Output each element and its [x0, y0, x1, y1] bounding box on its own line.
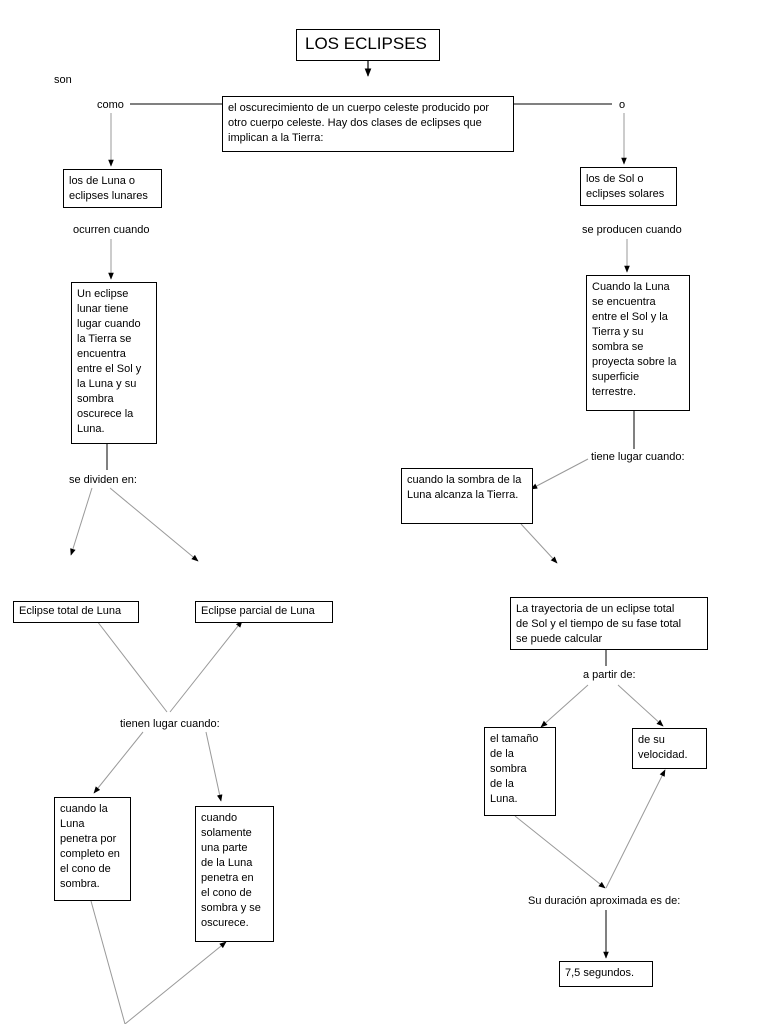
- lunar-description-box: Un eclipse lunar tiene lugar cuando la T…: [71, 282, 157, 444]
- label-se-producen-cuando: se producen cuando: [580, 223, 684, 237]
- speed-box: de su velocidad.: [632, 728, 707, 769]
- total-condition-box: cuando la Luna penetra por completo en e…: [54, 797, 131, 901]
- partial-condition-box: cuando solamente una parte de la Luna pe…: [195, 806, 274, 942]
- shadow-size-box: el tamaño de la sombra de la Luna.: [484, 727, 556, 816]
- label-duracion: Su duración aproximada es de:: [526, 894, 683, 908]
- total-lunar-eclipse-box: Eclipse total de Luna: [13, 601, 139, 623]
- definition-box: el oscurecimiento de un cuerpo celeste p…: [222, 96, 514, 152]
- label-como: como: [95, 98, 126, 112]
- label-tienen-lugar-cuando: tienen lugar cuando:: [118, 717, 222, 731]
- duration-value-box: 7,5 segundos.: [559, 961, 653, 987]
- solar-eclipses-box: los de Sol o eclipses solares: [580, 167, 677, 206]
- shadow-reaches-earth-box: cuando la sombra de la Luna alcanza la T…: [401, 468, 533, 524]
- title-box: LOS ECLIPSES: [296, 29, 440, 61]
- label-o: o: [617, 98, 628, 112]
- partial-lunar-eclipse-box: Eclipse parcial de Luna: [195, 601, 333, 623]
- lunar-eclipses-box: los de Luna o eclipses lunares: [63, 169, 162, 208]
- trajectory-box: La trayectoria de un eclipse total de So…: [510, 597, 708, 650]
- label-son: son: [52, 73, 74, 87]
- label-se-dividen-en: se dividen en:: [67, 473, 139, 487]
- label-ocurren-cuando: ocurren cuando: [71, 223, 152, 237]
- label-a-partir-de: a partir de:: [581, 668, 638, 682]
- label-tiene-lugar-cuando: tiene lugar cuando:: [589, 450, 687, 464]
- solar-description-box: Cuando la Luna se encuentra entre el Sol…: [586, 275, 690, 411]
